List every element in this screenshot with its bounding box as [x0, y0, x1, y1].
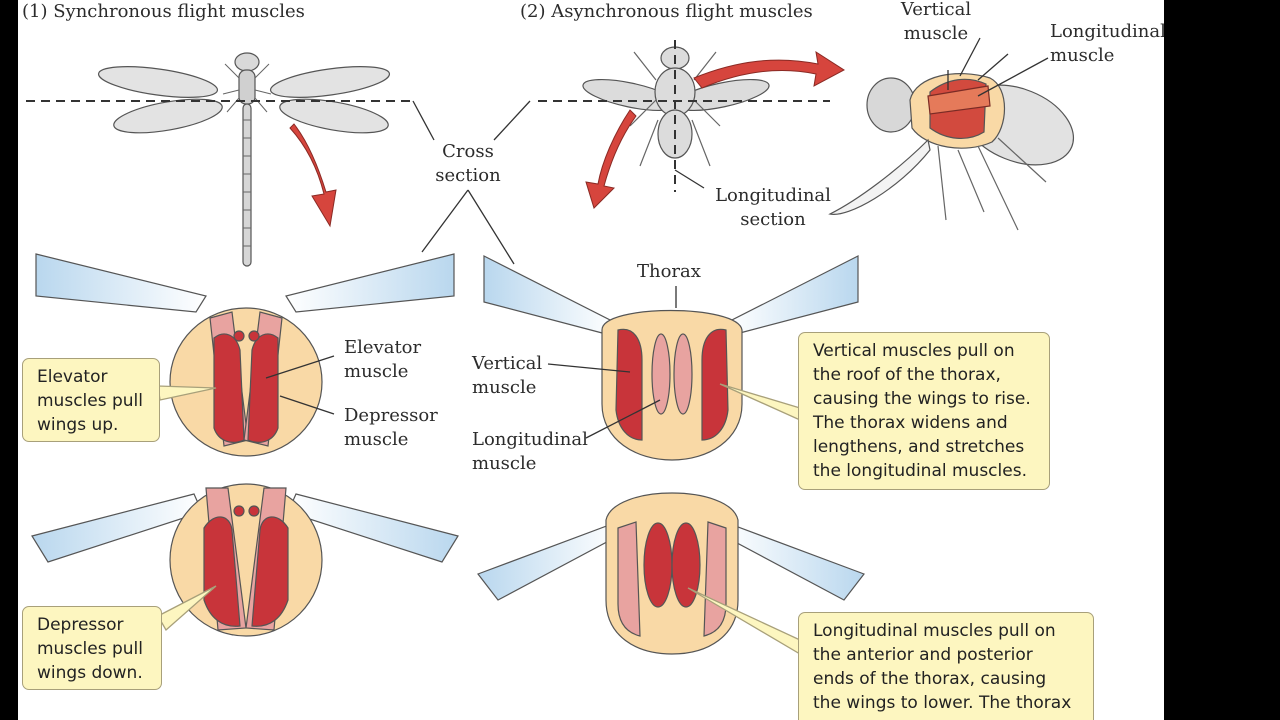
- fly-side-wing: [828, 138, 931, 215]
- longitudinal-callout-line-3: ends of the thorax, causing: [813, 669, 1047, 689]
- elevator-callout-line-2: muscles pull: [37, 391, 143, 411]
- cross-section-label-line-2: section: [435, 165, 501, 186]
- sync-upper-elevator-left: [213, 333, 245, 443]
- synchronous-upper-section: [35, 253, 455, 457]
- async-lower-vertical-right: [703, 521, 727, 637]
- sync-upper-wing-left: [35, 253, 207, 313]
- vertical-callout-line-3: causing the wings to rise.: [813, 389, 1031, 409]
- fly-longitudinal-muscle-label: Longitudinal muscle: [1050, 20, 1164, 68]
- elevator-muscle-label-line-2: muscle: [344, 361, 409, 382]
- vertical-callout-line-1: Vertical muscles pull on: [813, 341, 1015, 361]
- fly-side-view-illustration: [828, 73, 1075, 231]
- vertical-callout-line-2: the roof of the thorax,: [813, 365, 1001, 385]
- cross-section-label: Cross section: [428, 140, 508, 188]
- asynchronous-upper-section: [483, 255, 859, 461]
- fly-side-head: [866, 77, 916, 133]
- sync-lower-depressor-left: [203, 516, 241, 627]
- elevator-muscle-label: Elevator muscle: [344, 336, 421, 384]
- fly-vertical-muscle-label-line-1: Vertical: [900, 0, 972, 20]
- asynchronous-heading: (2) Asynchronous flight muscles: [520, 1, 813, 22]
- async-upper-wing-left: [483, 255, 615, 335]
- dragonfly-abdomen: [242, 103, 252, 267]
- section-longitudinal-muscle-label-line-1: Longitudinal: [472, 429, 588, 450]
- elevator-callout: Elevator muscles pull wings up.: [22, 358, 160, 442]
- fly-side-longitudinal-muscle: [927, 85, 991, 115]
- dragonfly-forewing-right: [269, 66, 391, 98]
- dragonfly-red-arrow: [289, 123, 337, 228]
- async-upper-vertical-left: [615, 328, 643, 441]
- red-arrows: [289, 50, 845, 228]
- section-longitudinal-muscle-label: Longitudinal muscle: [472, 428, 588, 476]
- async-lower-longitudinal-right: [671, 522, 701, 608]
- section-vertical-muscle-label-line-1: Vertical: [472, 353, 543, 374]
- vertical-callout-line-5: lengthens, and stretches: [813, 437, 1025, 457]
- longitudinal-muscles-callout: Longitudinal muscles pull on the anterio…: [798, 612, 1094, 720]
- synchronous-heading: (1) Synchronous flight muscles: [22, 1, 305, 22]
- async-upper-longitudinal-left: [651, 333, 671, 415]
- sync-upper-thorax: [169, 307, 323, 457]
- fly-vertical-muscle-label: Vertical muscle: [894, 0, 978, 46]
- async-lower-vertical-left: [617, 521, 641, 637]
- async-upper-vertical-right: [701, 328, 729, 441]
- section-vertical-muscle-label: Vertical muscle: [472, 352, 542, 400]
- async-lower-wing-right: [723, 523, 865, 601]
- depressor-callout: Depressor muscles pull wings down.: [22, 606, 162, 690]
- vertical-callout-line-4: The thorax widens and: [813, 413, 1008, 433]
- longitudinal-section-label-line-1: Longitudinal: [715, 185, 831, 206]
- vertical-callout-line-6: the longitudinal muscles.: [813, 461, 1027, 481]
- elevator-callout-line-1: Elevator: [37, 367, 108, 387]
- sync-upper-wing-right: [285, 253, 455, 313]
- async-lower-wing-left: [477, 523, 619, 601]
- diagram-artwork: [26, 37, 1075, 656]
- section-longitudinal-muscle-label-line-2: muscle: [472, 453, 537, 474]
- thorax-label: Thorax: [637, 261, 701, 282]
- async-upper-longitudinal-right: [673, 333, 693, 415]
- longitudinal-section-label: Longitudinal section: [698, 184, 848, 232]
- dragonfly-forewing-left: [97, 66, 219, 98]
- depressor-callout-line-2: muscles pull: [37, 639, 143, 659]
- longitudinal-callout-line-2: the anterior and posterior: [813, 645, 1033, 665]
- longitudinal-callout-line-1: Longitudinal muscles pull on: [813, 621, 1056, 641]
- longitudinal-section-label-line-2: section: [740, 209, 806, 230]
- async-lower-longitudinal-left: [643, 522, 673, 608]
- dragonfly-thorax: [238, 69, 256, 105]
- fly-red-arrow-right: [693, 50, 845, 89]
- longitudinal-callout-line-4: the wings to lower. The thorax: [813, 693, 1072, 713]
- dragonfly-hindwing-left: [113, 98, 223, 134]
- flight-muscles-diagram: (1) Synchronous flight muscles (2) Async…: [18, 0, 1164, 720]
- depressor-muscle-label-line-1: Depressor: [344, 405, 438, 426]
- top-leader-lines: [412, 37, 1049, 265]
- asynchronous-lower-section: [477, 492, 865, 655]
- depressor-muscle-label: Depressor muscle: [344, 404, 438, 452]
- async-upper-wing-right: [727, 255, 859, 335]
- elevator-callout-line-3: wings up.: [37, 415, 119, 435]
- sync-upper-elevator-right: [247, 333, 279, 443]
- elevator-muscle-label-line-1: Elevator: [344, 337, 422, 358]
- depressor-muscle-label-line-2: muscle: [344, 429, 409, 450]
- dragonfly-illustration: [97, 52, 391, 267]
- depressor-callout-line-3: wings down.: [37, 663, 143, 683]
- dragonfly-head: [234, 52, 260, 72]
- fly-longitudinal-muscle-label-line-1: Longitudinal: [1050, 21, 1164, 42]
- fly-longitudinal-muscle-label-line-2: muscle: [1050, 45, 1115, 66]
- sync-lower-thorax: [169, 483, 323, 637]
- vertical-muscles-callout: Vertical muscles pull on the roof of the…: [798, 332, 1050, 490]
- sync-lower-depressor-right: [251, 516, 289, 627]
- cross-section-label-line-1: Cross: [442, 141, 494, 162]
- section-vertical-muscle-label-line-2: muscle: [472, 377, 537, 398]
- synchronous-lower-section: [31, 483, 459, 637]
- section-lines: [26, 40, 830, 192]
- dragonfly-hindwing-right: [279, 98, 389, 134]
- fly-vertical-muscle-label-line-2: muscle: [903, 23, 969, 44]
- depressor-callout-line-1: Depressor: [37, 615, 124, 635]
- fly-red-arrow-down: [585, 109, 637, 209]
